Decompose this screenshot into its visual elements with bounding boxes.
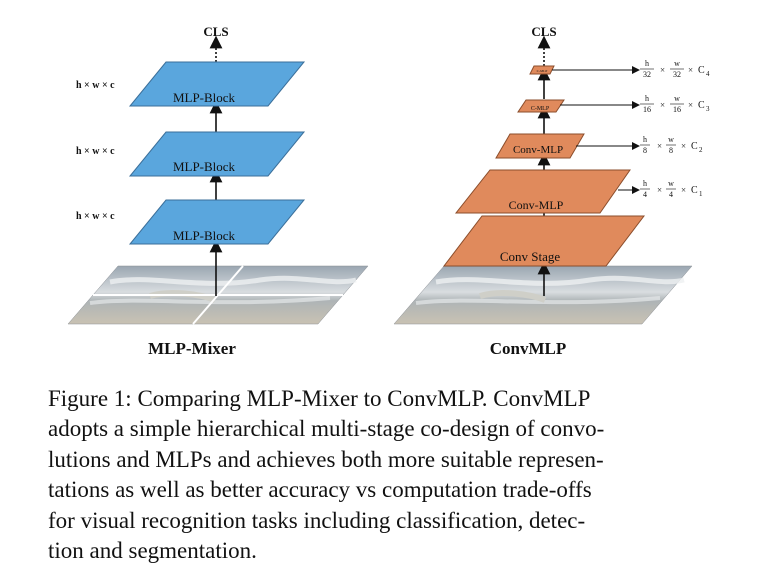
convmlp-dim-label-1: h 4 × w 4 × C 1 <box>640 179 703 199</box>
mixer-block-2: MLP-Block <box>128 131 306 177</box>
svg-text:C: C <box>698 65 705 76</box>
svg-text:C: C <box>691 141 698 152</box>
caption-line: Figure 1: Comparing MLP-Mixer to ConvMLP… <box>48 386 591 411</box>
convmlp-stage-5-label: C-MLP <box>537 69 548 73</box>
svg-text:4: 4 <box>643 190 647 199</box>
mixer-block-3: MLP-Block <box>128 199 306 245</box>
svg-text:16: 16 <box>643 105 651 114</box>
convmlp-stage-conv-label: Conv Stage <box>500 249 561 264</box>
mixer-block-3-label: MLP-Block <box>173 228 236 243</box>
svg-text:16: 16 <box>673 105 681 114</box>
figure-caption: Figure 1: Comparing MLP-Mixer to ConvMLP… <box>48 384 708 566</box>
svg-text:×: × <box>688 65 693 75</box>
svg-text:×: × <box>688 100 693 110</box>
svg-text:×: × <box>657 141 662 151</box>
convmlp-stage-5: C-MLP <box>529 65 555 75</box>
mixer-cls-label: CLS <box>203 24 228 39</box>
svg-text:C: C <box>698 100 705 111</box>
svg-text:w: w <box>668 179 674 188</box>
convmlp-dim-label-2: h 8 × w 8 × C 2 <box>640 135 703 155</box>
mixer-dim-label-2: h × w × c <box>76 146 115 157</box>
convmlp-panel-label: ConvMLP <box>490 339 567 358</box>
svg-text:1: 1 <box>699 190 703 198</box>
caption-line: for visual recognition tasks including c… <box>48 507 586 533</box>
mixer-input-image <box>67 265 369 325</box>
margin-mark <box>8 440 11 454</box>
svg-text:h: h <box>643 179 647 188</box>
svg-text:×: × <box>681 185 686 195</box>
svg-text:8: 8 <box>643 146 647 155</box>
convmlp-stage-4: C-MLP <box>517 99 565 113</box>
svg-text:3: 3 <box>706 105 710 113</box>
figure-1-diagram: MLP-Block MLP-Block MLP-Block h × w × c … <box>67 24 710 358</box>
svg-text:h: h <box>643 135 647 144</box>
convmlp-stage-conv: Conv Stage <box>442 215 646 267</box>
svg-text:×: × <box>681 141 686 151</box>
svg-text:w: w <box>674 59 680 68</box>
caption-line: tations as well as better accuracy vs co… <box>48 477 592 503</box>
mixer-block-1-label: MLP-Block <box>173 90 236 105</box>
mixer-block-1: MLP-Block <box>128 61 306 107</box>
mixer-dim-label-3: h × w × c <box>76 211 115 222</box>
svg-text:×: × <box>657 185 662 195</box>
svg-text:32: 32 <box>673 70 681 79</box>
svg-text:h: h <box>645 59 649 68</box>
convmlp-input-image <box>393 265 693 325</box>
svg-text:4: 4 <box>669 190 673 199</box>
caption-line: tion and segmentation. <box>48 538 257 564</box>
svg-text:8: 8 <box>669 146 673 155</box>
svg-text:h: h <box>645 94 649 103</box>
convmlp-stage-3-label: Conv-MLP <box>513 144 563 156</box>
convmlp-dim-label-4: h 32 × w 32 × C 4 <box>640 59 710 79</box>
mlp-mixer-panel: MLP-Block MLP-Block MLP-Block h × w × c … <box>67 24 369 358</box>
svg-text:32: 32 <box>643 70 651 79</box>
svg-text:C: C <box>691 185 698 196</box>
svg-text:×: × <box>660 100 665 110</box>
mixer-block-2-label: MLP-Block <box>173 159 236 174</box>
mixer-dim-label-1: h × w × c <box>76 80 115 91</box>
svg-text:w: w <box>668 135 674 144</box>
mixer-panel-label: MLP-Mixer <box>148 339 236 358</box>
caption-line: adopts a simple hierarchical multi-stage… <box>48 416 605 442</box>
svg-text:×: × <box>660 65 665 75</box>
svg-text:w: w <box>674 94 680 103</box>
svg-text:4: 4 <box>706 70 710 78</box>
caption-line: lutions and MLPs and achieves both more … <box>48 446 604 472</box>
convmlp-stage-4-label: C-MLP <box>531 106 550 112</box>
svg-text:2: 2 <box>699 146 703 154</box>
convmlp-stage-3: Conv-MLP <box>495 133 585 159</box>
convmlp-panel: Conv Stage Conv-MLP Conv-MLP C-MLP C-MLP… <box>393 24 710 358</box>
convmlp-cls-label: CLS <box>531 24 556 39</box>
convmlp-stage-2: Conv-MLP <box>454 169 631 214</box>
convmlp-dim-label-3: h 16 × w 16 × C 3 <box>640 94 710 114</box>
convmlp-stage-2-label: Conv-MLP <box>509 198 564 212</box>
